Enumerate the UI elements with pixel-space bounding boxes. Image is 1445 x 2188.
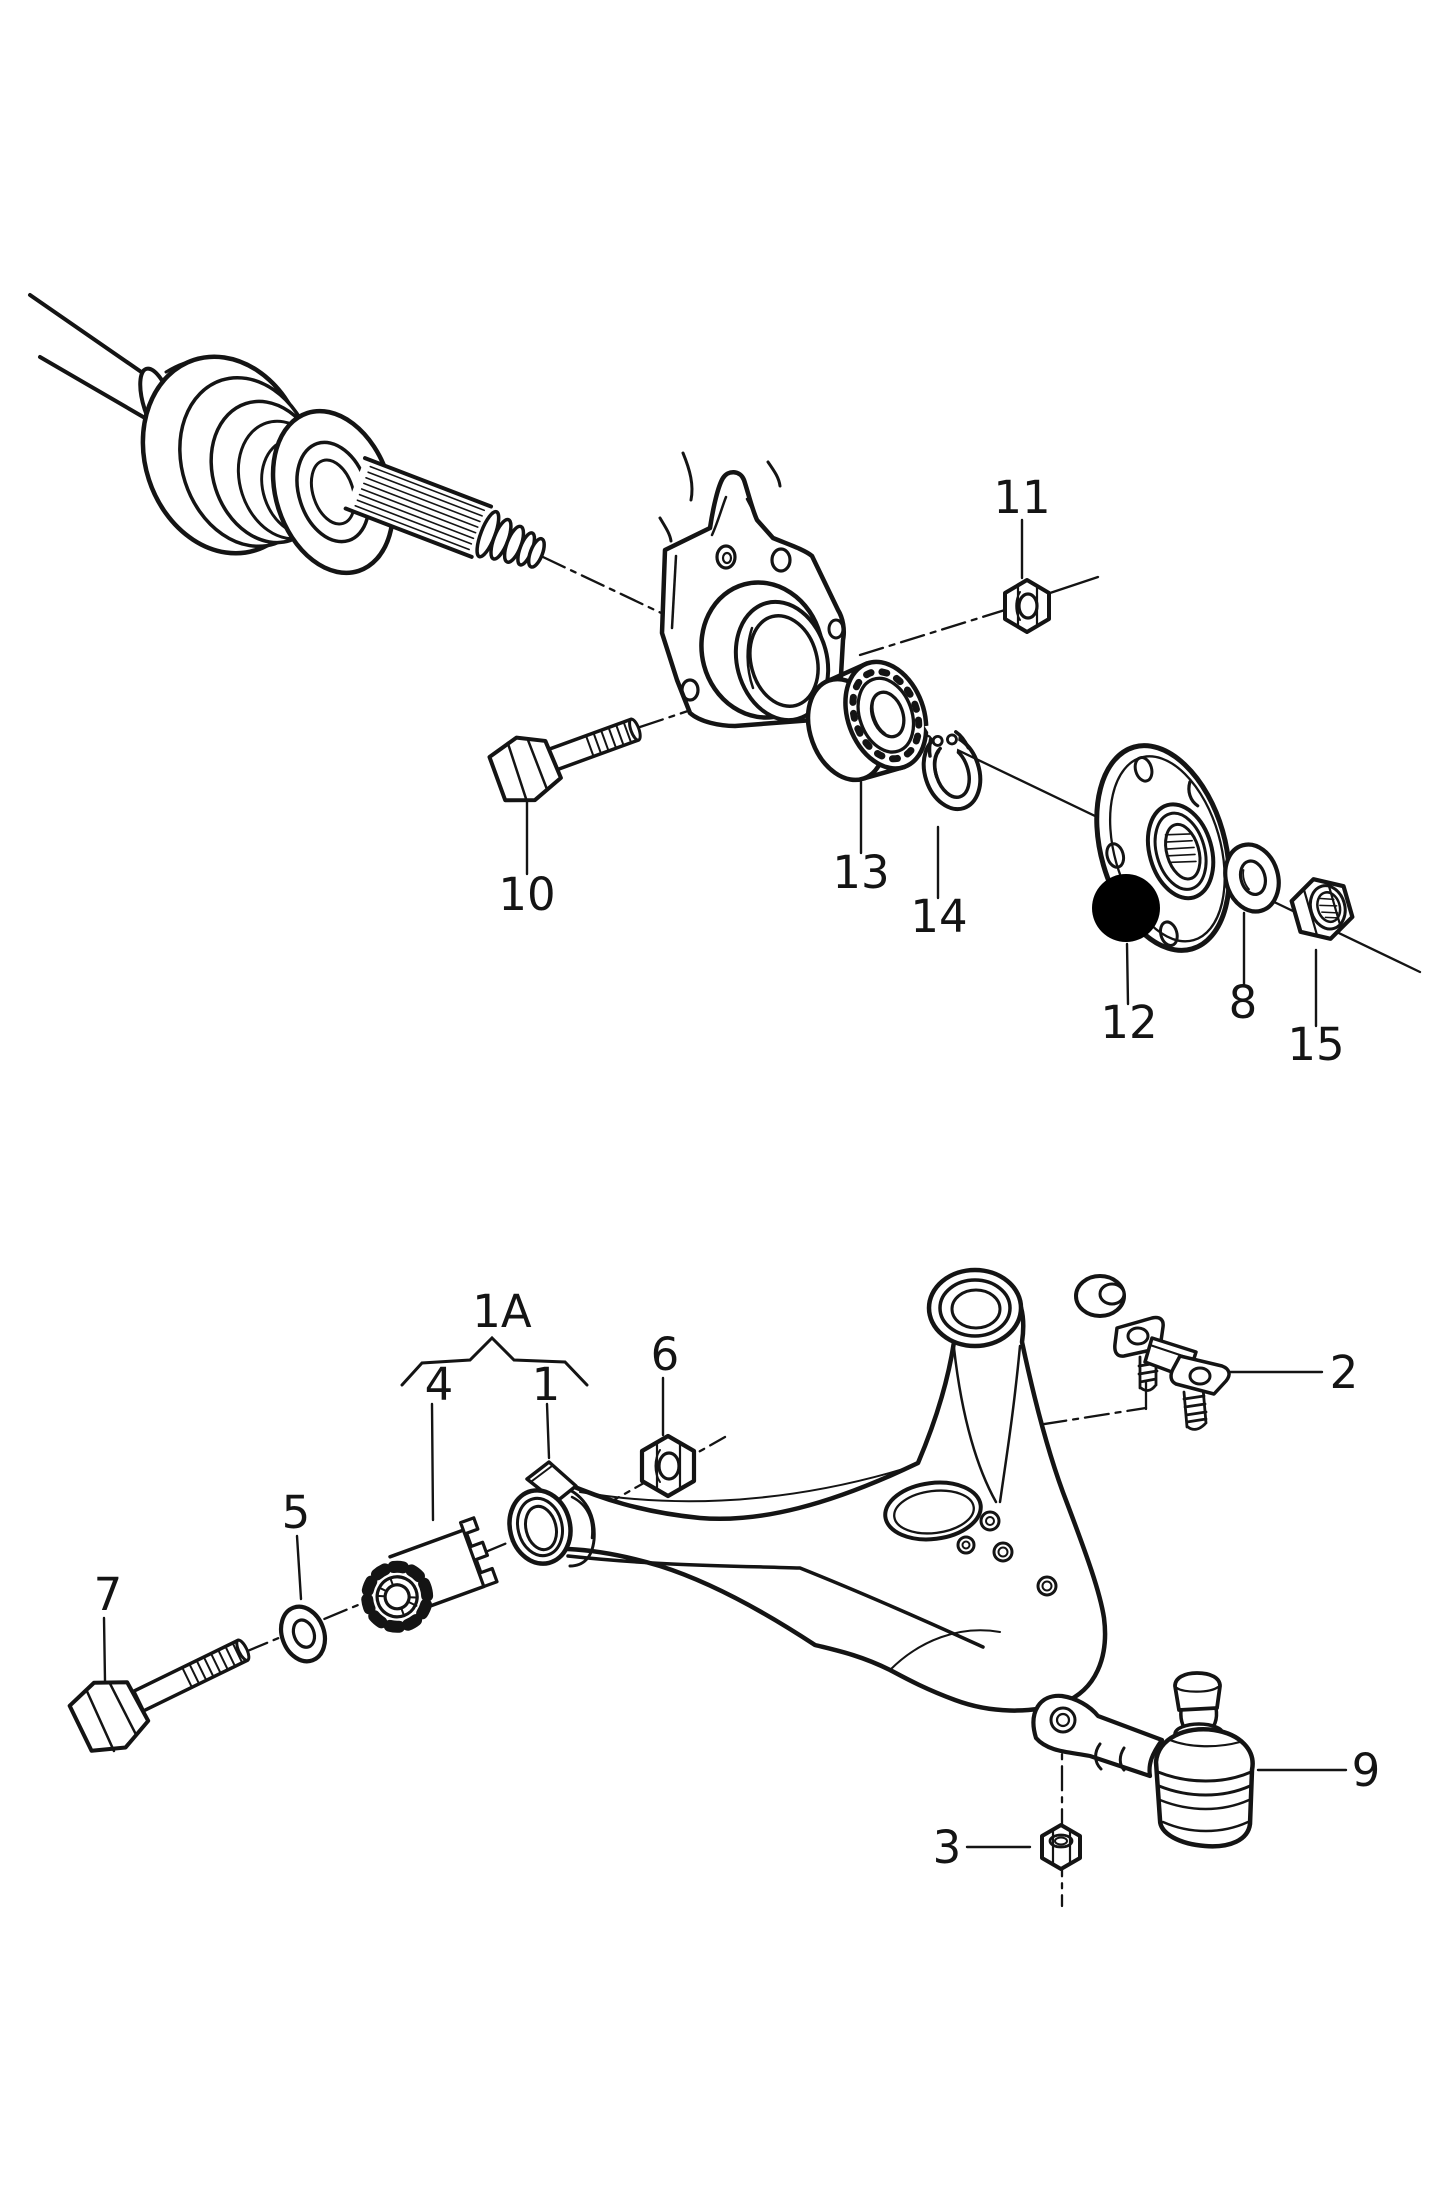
- snap-ring-14: [921, 720, 983, 812]
- wheel-bearing-13: [805, 659, 929, 783]
- hex-bolt-7: [67, 1638, 251, 1753]
- leader-4: [430, 1402, 435, 1522]
- hex-nut-3: [1040, 1823, 1082, 1871]
- wheel-bearing-housing: [658, 451, 847, 729]
- leader-7: [102, 1616, 107, 1683]
- hex-bolt-10: [487, 717, 642, 803]
- leader-5: [295, 1534, 303, 1601]
- part-label-15[interactable]: 15: [1287, 1018, 1344, 1071]
- top-assembly: [28, 293, 1422, 974]
- part-label-5[interactable]: 5: [282, 1486, 311, 1539]
- part-label-10[interactable]: 10: [498, 868, 555, 921]
- part-label-3[interactable]: 3: [933, 1821, 962, 1874]
- part-label-1A[interactable]: 1A: [472, 1285, 532, 1338]
- washer-5: [278, 1604, 328, 1664]
- part-label-12[interactable]: 12: [1100, 996, 1157, 1049]
- washer-8: [1223, 842, 1281, 914]
- bottom-assembly: [67, 1267, 1255, 1908]
- part-label-4[interactable]: 4: [425, 1358, 454, 1411]
- part-label-11[interactable]: 11: [993, 471, 1050, 524]
- part-label-7[interactable]: 7: [94, 1568, 123, 1621]
- leader-12: [1125, 942, 1130, 1006]
- hex-nut-11: [1003, 578, 1051, 634]
- brace-1A: [400, 1335, 589, 1387]
- part-label-2[interactable]: 2: [1330, 1346, 1359, 1399]
- part-label-9[interactable]: 9: [1352, 1744, 1381, 1797]
- hex-nut-6: [639, 1433, 697, 1499]
- callout-labels: 10 11 13 14 12 8 15 1A 4 1 6 5 7 2 3 9: [94, 471, 1381, 1874]
- bracket-2: [1113, 1315, 1231, 1431]
- bushing-4: [361, 1516, 499, 1633]
- part-label-8[interactable]: 8: [1229, 976, 1258, 1029]
- control-arm-1: [507, 1267, 1126, 1713]
- callout-leader-lines: [102, 518, 1348, 1849]
- leader-1: [545, 1402, 551, 1460]
- part-label-6[interactable]: 6: [651, 1328, 680, 1381]
- wheel-hub-12: [1094, 743, 1232, 953]
- part-label-14[interactable]: 14: [910, 890, 967, 943]
- part-label-13[interactable]: 13: [832, 846, 889, 899]
- part-label-1[interactable]: 1: [532, 1358, 561, 1411]
- lock-nut-15: [1289, 877, 1355, 941]
- ball-joint-9: [1031, 1671, 1255, 1849]
- selected-part-marker[interactable]: [1092, 874, 1160, 942]
- drive-shaft-cv-boot: [28, 293, 546, 576]
